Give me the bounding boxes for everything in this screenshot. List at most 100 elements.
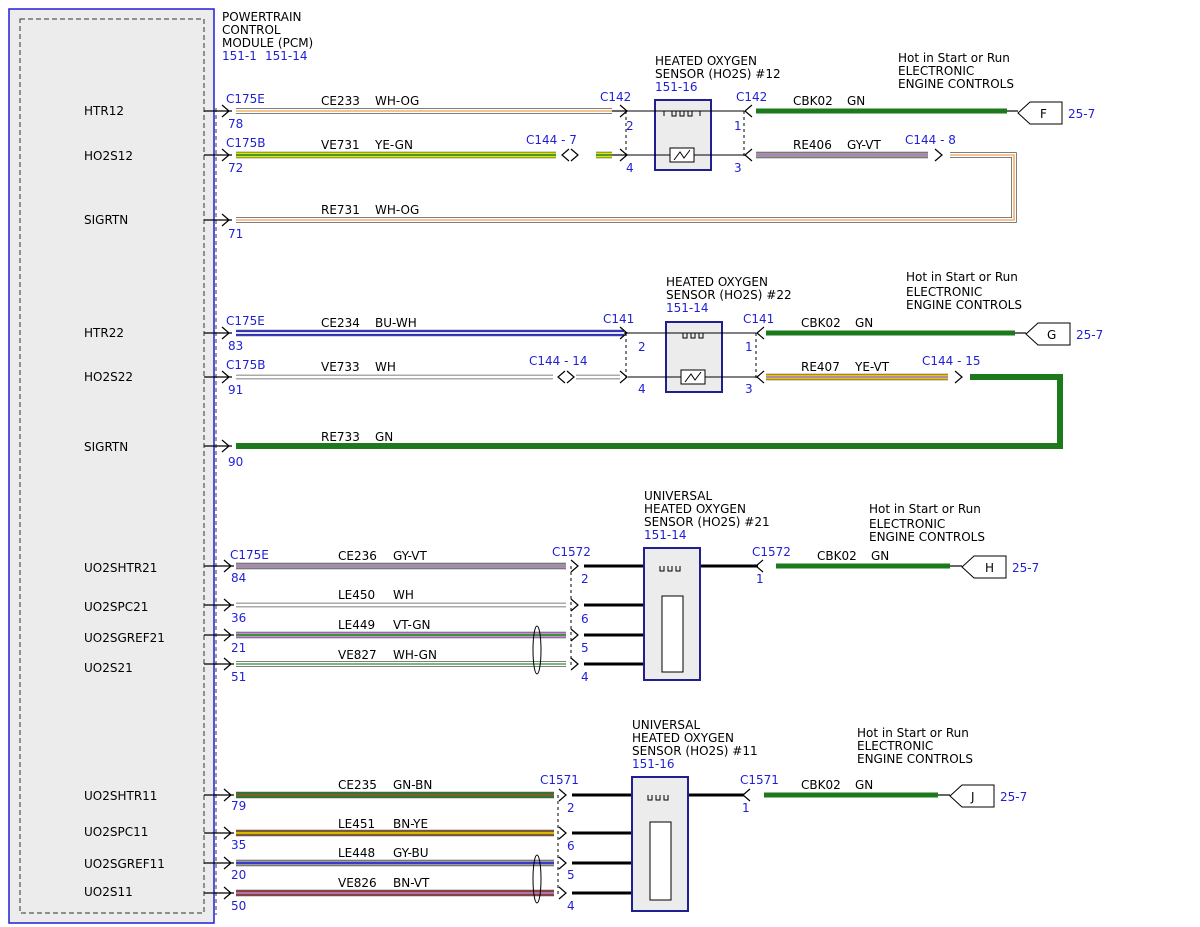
connector-label: C175E: [226, 314, 265, 328]
pin-number: 20: [231, 868, 246, 882]
wire-color-label: VT-GN: [393, 618, 430, 632]
sensor-title: SENSOR (HO2S) #11: [632, 744, 758, 758]
circuit-label: CBK02: [793, 94, 833, 108]
signal-label: UO2S21: [84, 661, 133, 675]
pin-number: 1: [742, 801, 750, 815]
circuit-label: CBK02: [801, 316, 841, 330]
circuit-label: CE233: [321, 94, 360, 108]
sensor-element: [649, 821, 672, 901]
power-label: Hot in Start or Run: [906, 270, 1018, 284]
splice-arrow: [561, 148, 570, 162]
twisted-pair-icon: [532, 625, 542, 904]
circuit-label: LE449: [338, 618, 375, 632]
arrowhead: [221, 104, 230, 118]
sensor-element-icon: [628, 369, 756, 385]
flag-letter: H: [985, 561, 994, 575]
wire-color-label: GN: [375, 430, 393, 444]
arrowhead: [221, 439, 230, 453]
connector-arrow: [570, 628, 579, 642]
sensor-element-icon: [628, 147, 744, 163]
signal-label: HO2S22: [84, 370, 133, 384]
wire-color-label: WH-OG: [375, 94, 419, 108]
pin-number: 72: [228, 161, 243, 175]
arrowhead: [223, 886, 232, 900]
power-label: ELECTRONIC: [857, 739, 933, 753]
wire-re731: [236, 152, 1017, 223]
flag-shape: [961, 555, 1007, 579]
connector-arrow: [558, 886, 567, 900]
pcm-title: MODULE (PCM): [222, 36, 313, 50]
signal-label: UO2SPC11: [84, 825, 148, 839]
sensor-title: SENSOR (HO2S) #22: [666, 288, 792, 302]
pin-number: 83: [228, 339, 243, 353]
pin-number: 91: [228, 383, 243, 397]
sensor-title: UNIVERSAL: [632, 718, 700, 732]
arrowhead: [223, 657, 232, 671]
connector-label: C175B: [226, 358, 266, 372]
sensor-element: [661, 595, 684, 673]
signal-label: SIGRTN: [84, 213, 128, 227]
pcm-ref: 151-1: [222, 49, 257, 63]
pin-number: 71: [228, 227, 243, 241]
pin-number: 3: [734, 161, 742, 175]
power-label: ELECTRONIC: [898, 64, 974, 78]
flag-ref: 25-7: [1012, 561, 1039, 575]
pin-number: 90: [228, 455, 243, 469]
pin-number: 35: [231, 838, 246, 852]
circuit-label: VE826: [338, 876, 377, 890]
flag-ref: 25-7: [1076, 328, 1103, 342]
circuit-label: VE731: [321, 138, 360, 152]
signal-label: UO2SGREF21: [84, 631, 165, 645]
pin-number: 4: [581, 670, 589, 684]
pcm-pin-numbers: 78 72 71 83 91 90 84 36 21 51 79 35 20 5…: [228, 117, 246, 913]
arrowhead: [223, 788, 232, 802]
flag-letter: G: [1047, 328, 1056, 342]
off-page-flags: F 25-7 G 25-7 H 25-7 J 25-7: [949, 101, 1103, 808]
signal-label: UO2SHTR11: [84, 789, 157, 803]
pcm-title: POWERTRAIN: [222, 10, 302, 24]
power-source-labels: Hot in Start or Run ELECTRONIC ENGINE CO…: [857, 51, 1022, 766]
sensor-title: SENSOR (HO2S) #21: [644, 515, 770, 529]
arrowhead: [221, 326, 230, 340]
pcm-title: CONTROL: [222, 23, 281, 37]
sensor-ho2s-12: HEATED OXYGEN SENSOR (HO2S) #12 151-16: [625, 54, 781, 171]
connector-arrow: [619, 148, 628, 162]
splice-arrow: [570, 148, 579, 162]
connector-arrow: [756, 326, 765, 340]
pin-number: 36: [231, 611, 246, 625]
circuit-label: CBK02: [801, 778, 841, 792]
offpage-flag-g[interactable]: G 25-7: [1025, 322, 1103, 346]
flag-shape: [1017, 101, 1063, 125]
connector-arrow: [756, 370, 765, 384]
connector-label: C144 - 7: [526, 133, 577, 147]
connector-label: C144 - 15: [922, 354, 981, 368]
arrowhead: [223, 628, 232, 642]
circuit-label: LE448: [338, 846, 375, 860]
circuit-label: LE450: [338, 588, 375, 602]
connector-label: C141: [603, 312, 634, 326]
signal-labels: HTR12 HO2S12 SIGRTN HTR22 HO2S22 SIGRTN …: [84, 104, 165, 899]
sensor-ref: 151-14: [666, 301, 709, 315]
wire-color-label: WH-OG: [375, 203, 419, 217]
connector-label: C142: [600, 90, 631, 104]
power-label: ENGINE CONTROLS: [857, 752, 973, 766]
connector-label: C1572: [752, 545, 791, 559]
offpage-flag-h[interactable]: H 25-7: [961, 555, 1039, 579]
wire-color-label: GN: [847, 94, 865, 108]
sensor-title: HEATED OXYGEN: [655, 54, 757, 68]
arrowhead: [223, 826, 232, 840]
splice-arrow: [557, 370, 566, 384]
connector-arrow: [744, 148, 753, 162]
offpage-flag-f[interactable]: F 25-7: [1017, 101, 1095, 125]
offpage-flag-j[interactable]: J 25-7: [949, 784, 1027, 808]
pin-number: 4: [638, 382, 646, 396]
sensor-title: HEATED OXYGEN: [644, 502, 746, 516]
connector-arrow: [558, 856, 567, 870]
connector-label: C1571: [740, 773, 779, 787]
flag-shape: [949, 784, 995, 808]
heater-icon: [628, 110, 744, 117]
signal-label: SIGRTN: [84, 440, 128, 454]
pin-number: 6: [581, 612, 589, 626]
flag-ref: 25-7: [1068, 107, 1095, 121]
